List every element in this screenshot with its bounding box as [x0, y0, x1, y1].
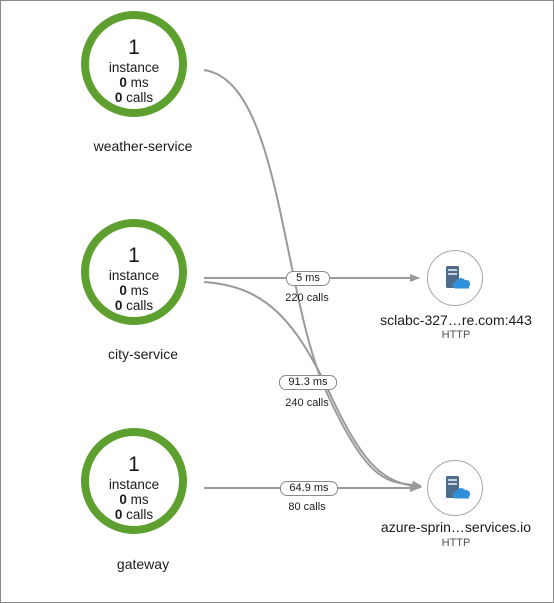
dependency-type: HTTP: [441, 537, 471, 549]
cloud-server-icon: [446, 266, 470, 289]
edge-weather-to-azure: [203, 69, 422, 489]
dependency-type: HTTP: [441, 329, 471, 341]
service-name: weather-service: [93, 138, 193, 154]
service-node-weather[interactable]: 1 instance 0 ms 0 calls: [81, 11, 187, 117]
instance-count: 1: [128, 36, 140, 59]
service-node-city[interactable]: 1 instance 0 ms 0 calls: [81, 219, 187, 325]
instance-count: 1: [128, 453, 140, 476]
dependency-name: azure-sprin…services.io: [380, 519, 532, 535]
edge-latency-pill[interactable]: 91.3 ms: [279, 375, 337, 390]
dependency-node-azure-spring[interactable]: [427, 460, 483, 516]
calls-value: 0 calls: [114, 507, 154, 522]
cloud-server-icon: [446, 476, 470, 499]
calls-value: 0 calls: [114, 298, 154, 313]
edge-calls-label: 80 calls: [288, 501, 326, 513]
edge-calls-label: 220 calls: [285, 292, 329, 304]
dependency-node-sclabc[interactable]: [427, 250, 483, 306]
calls-value: 0 calls: [114, 90, 154, 105]
dependency-name: sclabc-327…re.com:443: [380, 312, 532, 328]
instance-label: instance: [108, 268, 160, 283]
latency-value: 0 ms: [119, 75, 149, 90]
latency-value: 0 ms: [119, 492, 149, 507]
service-name: city-service: [107, 346, 178, 362]
edge-city-to-azure: [203, 281, 422, 490]
latency-value: 0 ms: [119, 283, 149, 298]
service-name: gateway: [116, 556, 170, 572]
edge-calls-label: 240 calls: [285, 397, 329, 409]
instance-label: instance: [108, 60, 160, 75]
service-node-gateway[interactable]: 1 instance 0 ms 0 calls: [81, 428, 187, 534]
instance-count: 1: [128, 244, 140, 267]
edge-latency-pill[interactable]: 64.9 ms: [280, 481, 338, 496]
edge-latency-pill[interactable]: 5 ms: [286, 271, 330, 286]
instance-label: instance: [108, 477, 160, 492]
